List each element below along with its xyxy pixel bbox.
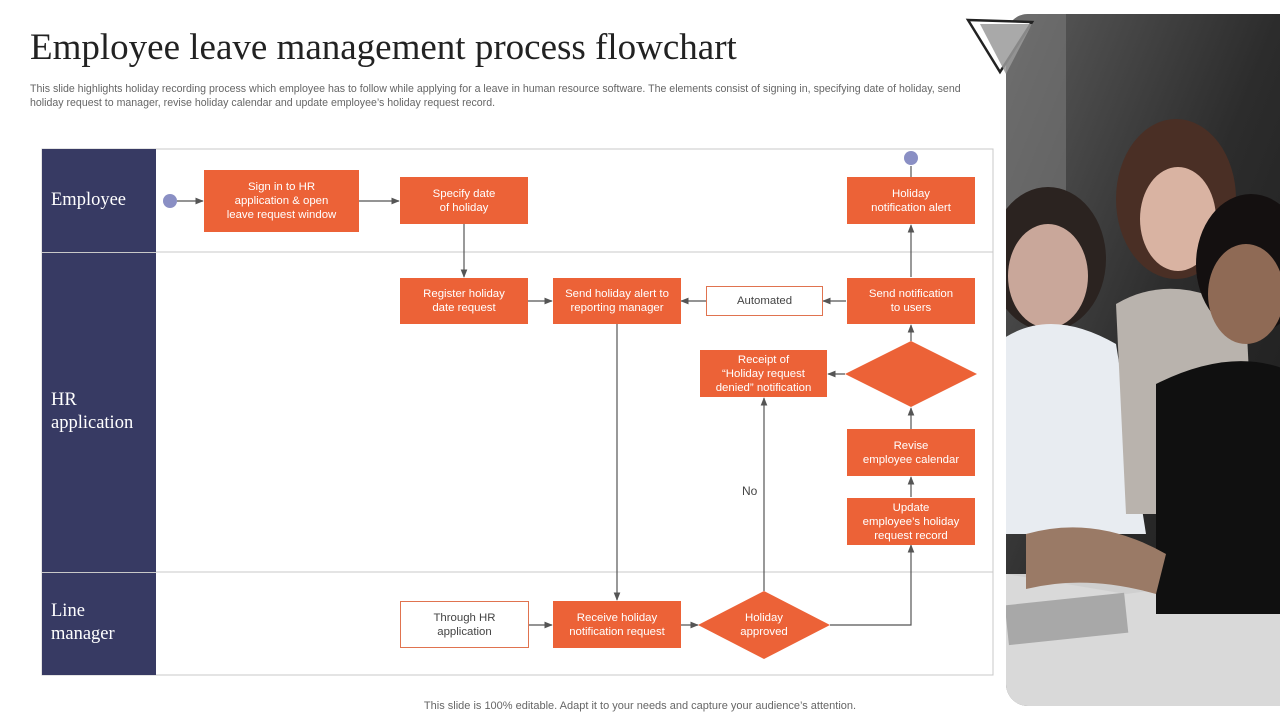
node-sign-in: Sign in to HR application & open leave r… <box>204 170 359 232</box>
end-dot <box>904 151 918 165</box>
start-dot <box>163 194 177 208</box>
flowchart-frame <box>41 148 994 676</box>
node-receipt-denied: Receipt of “Holiday request denied” noti… <box>700 350 827 397</box>
lane-label-line-manager: Line manager <box>51 601 115 644</box>
lane-label-hr-application: HR application <box>51 390 134 433</box>
slide-subtitle: This slide highlights holiday recording … <box>30 83 961 109</box>
node-through-hr: Through HR application <box>400 601 529 648</box>
decision-notification <box>845 341 977 407</box>
decision-label-holiday-approved: Holiday approved <box>740 612 788 638</box>
slide-footer: This slide is 100% editable. Adapt it to… <box>423 700 857 712</box>
node-register-holiday: Register holiday date request <box>400 278 528 324</box>
lane-label-employee: Employee <box>51 190 127 210</box>
lane-line-manager <box>42 572 156 675</box>
decision-holiday-approved <box>698 591 830 659</box>
node-revise-calendar: Revise employee calendar <box>847 429 975 476</box>
node-specify-date: Specify date of holiday <box>400 177 528 224</box>
node-send-notification: Send notification to users <box>847 278 975 324</box>
node-update-record: Update employee’s holiday request record <box>847 498 975 545</box>
node-automated: Automated <box>706 286 823 316</box>
flowchart: Employee HR application Line manager Sig… <box>41 148 994 676</box>
edge-label-no: No <box>742 484 758 498</box>
node-send-holiday-alert: Send holiday alert to reporting manager <box>553 278 681 324</box>
corner-triangle-decoration <box>965 18 1035 75</box>
node-receive-request: Receive holiday notification request <box>553 601 681 648</box>
lane-employee <box>42 149 156 252</box>
node-holiday-notification-alert: Holiday notification alert <box>847 177 975 224</box>
lane-hr-application <box>42 252 156 572</box>
team-photo <box>1006 14 1280 706</box>
slide-title: Employee leave management process flowch… <box>30 27 737 68</box>
edge-approved-update <box>830 544 915 626</box>
